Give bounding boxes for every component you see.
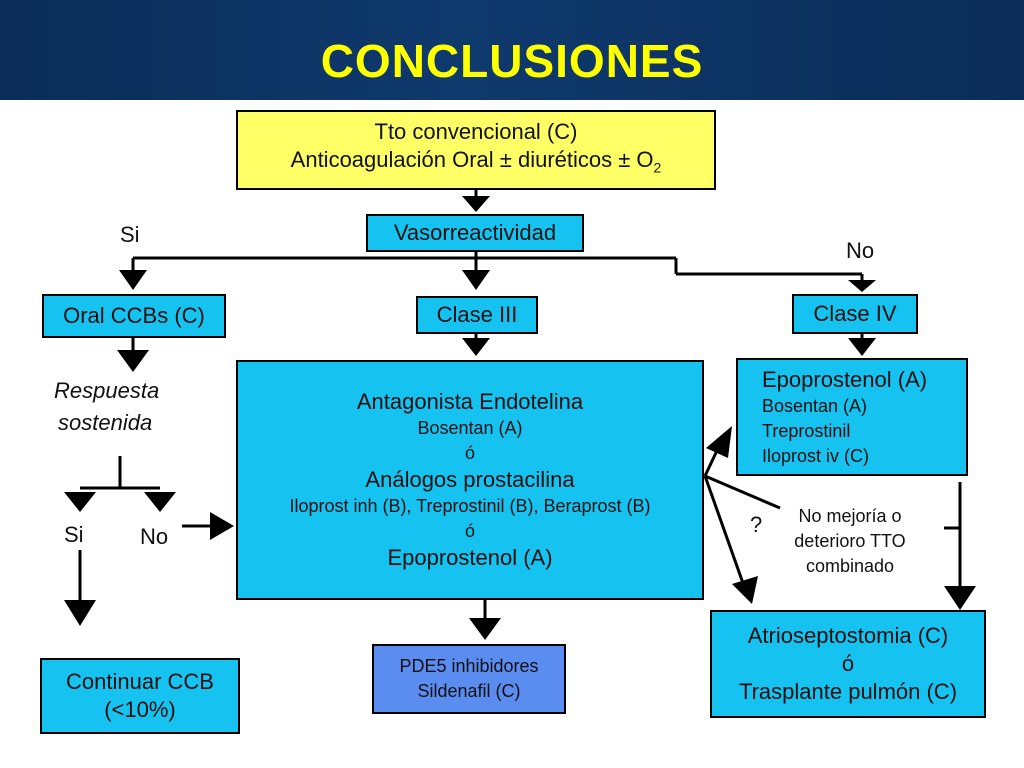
label-question: ?	[750, 512, 763, 537]
epoprostenol-box: Epoprostenol (A) Bosentan (A) Treprostin…	[736, 358, 968, 476]
arrowhead-oral-down	[117, 350, 149, 372]
atrio-line1: Atrioseptostomia (C)	[747, 623, 949, 648]
label-no-top: No	[846, 238, 875, 263]
continuar-line1: Continuar CCB	[66, 669, 214, 694]
no-mejoria-line2: deterioro TTO	[794, 531, 906, 551]
pde5-inhibidores-box: PDE5 inhibidores Sildenafil (C)	[372, 644, 566, 714]
arrowhead-respuesta-si	[64, 492, 96, 512]
pde5-line1: PDE5 inhibidores	[399, 656, 539, 676]
antag-line1: Antagonista Endotelina	[356, 389, 584, 414]
no-mejoria-text: No mejoría o deterioro TTO combinado	[770, 504, 930, 579]
label-sostenida: sostenida	[58, 410, 153, 435]
arrowhead-diag-up	[706, 426, 732, 458]
clase-iii-box: Clase III	[416, 296, 538, 334]
tto-line2-sub: 2	[653, 159, 662, 176]
tto-line2: Anticoagulación Oral ± diuréticos ± O2	[291, 146, 662, 181]
continuar-line2: (<10%)	[104, 697, 176, 722]
tto-convencional-box: Tto convencional (C) Anticoagulación Ora…	[236, 110, 716, 190]
antag-line7: Epoprostenol (A)	[387, 545, 553, 570]
clase-iv-box: Clase IV	[792, 294, 918, 334]
tto-line1: Tto convencional (C)	[374, 119, 578, 145]
epo-line4: Iloprost iv (C)	[762, 445, 870, 466]
epo-line1: Epoprostenol (A)	[762, 366, 928, 392]
arrowhead-clase3-down	[462, 338, 490, 356]
label-si-bottom: Si	[64, 522, 84, 547]
clase-iii-label: Clase III	[436, 302, 518, 327]
arrowhead-si-down	[64, 600, 96, 626]
continuar-ccb-box: Continuar CCB (<10%)	[40, 658, 240, 734]
label-no-bottom: No	[140, 524, 169, 549]
page-title: CONCLUSIONES	[320, 35, 704, 87]
no-mejoria-line3: combinado	[805, 556, 895, 576]
connector-diag-to-text	[704, 474, 781, 510]
antag-line3: ó	[464, 443, 475, 463]
arrowhead-atrio-right	[944, 586, 976, 610]
label-si-top: Si	[120, 222, 140, 247]
label-respuesta: Respuesta	[54, 378, 160, 403]
atrioseptostomia-box: Atrioseptostomia (C) ó Trasplante pulmón…	[710, 610, 986, 718]
antagonista-endotelina-box: Antagonista Endotelina Bosentan (A) ó An…	[236, 360, 704, 600]
header-bar: CONCLUSIONES	[0, 0, 1024, 100]
arrowhead-diag-down	[732, 576, 758, 604]
epo-line3: Treprostinil	[762, 420, 851, 441]
vasorreactividad-box: Vasorreactividad	[366, 214, 584, 252]
arrowhead-no-antag	[210, 512, 234, 540]
atrio-line3: Trasplante pulmón (C)	[738, 679, 958, 704]
connector-diag-down	[703, 475, 746, 587]
antag-line6: ó	[464, 521, 475, 541]
tto-line2-text: Anticoagulación Oral ± diuréticos ± O	[290, 147, 654, 173]
no-mejoria-line1: No mejoría o	[798, 506, 902, 526]
pde5-line2: Sildenafil (C)	[417, 681, 521, 701]
epo-line2: Bosentan (A)	[762, 395, 868, 416]
arrowhead-clase3	[462, 270, 490, 290]
vasorreactividad-label: Vasorreactividad	[393, 220, 557, 245]
arrowhead-respuesta-no	[144, 492, 176, 512]
arrowhead-clase4	[848, 280, 876, 292]
arrowhead-tto	[462, 196, 490, 212]
arrowhead-clase4-down	[848, 338, 876, 356]
arrowhead-oral	[119, 270, 147, 290]
antag-line2: Bosentan (A)	[417, 418, 523, 438]
antag-line4: Análogos prostacilina	[365, 467, 575, 492]
arrowhead-pde5	[469, 618, 501, 640]
atrio-line2: ó	[841, 651, 855, 676]
antag-line5: Iloprost inh (B), Treprostinil (B), Bera…	[289, 496, 651, 516]
oral-ccbs-box: Oral CCBs (C)	[42, 294, 226, 338]
oral-ccbs-label: Oral CCBs (C)	[63, 303, 205, 328]
clase-iv-label: Clase IV	[813, 301, 897, 326]
